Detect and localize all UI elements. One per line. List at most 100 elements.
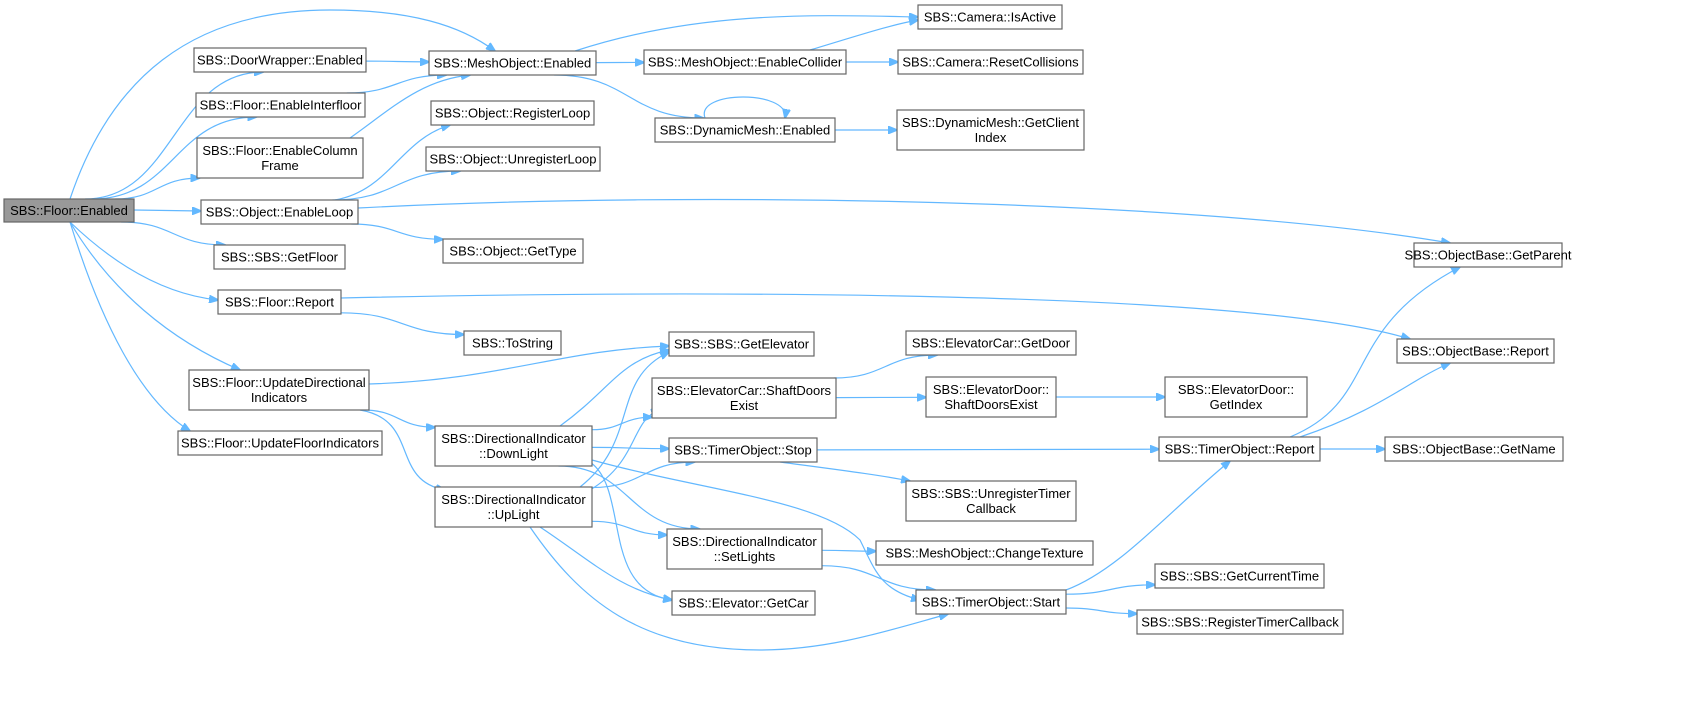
node-tostring[interactable]: SBS::ToString xyxy=(463,330,562,356)
node-label: SBS::TimerObject::Start xyxy=(922,595,1061,610)
node-elevatorcar-getdoor[interactable]: SBS::ElevatorCar::GetDoor xyxy=(905,330,1077,356)
node-box xyxy=(213,244,346,270)
node-label: SBS::Object::EnableLoop xyxy=(206,205,353,220)
node-timerobject-start[interactable]: SBS::TimerObject::Start xyxy=(915,589,1067,615)
node-doorwrapper-enabled[interactable]: SBS::DoorWrapper::Enabled xyxy=(193,47,367,73)
node-box xyxy=(643,49,847,75)
node-label: SBS::Floor::UpdateFloorIndicators xyxy=(181,436,379,451)
node-objectbase-report[interactable]: SBS::ObjectBase::Report xyxy=(1396,338,1555,364)
node-label: SBS::ElevatorDoor:: xyxy=(933,382,1049,397)
node-label: SBS::DirectionalIndicator xyxy=(441,492,586,507)
node-object-enableloop[interactable]: SBS::Object::EnableLoop xyxy=(200,199,359,225)
node-box xyxy=(428,50,597,76)
node-label: Indicators xyxy=(251,390,308,405)
edges-layer xyxy=(69,9,1460,651)
node-label: SBS::ElevatorDoor:: xyxy=(1178,382,1294,397)
node-box xyxy=(896,109,1085,151)
node-floor-updatefloorindicators[interactable]: SBS::Floor::UpdateFloorIndicators xyxy=(177,430,383,456)
node-meshobject-enabled[interactable]: SBS::MeshObject::Enabled xyxy=(428,50,597,76)
edge-elevatorcar-shaftdoorsexist-to-elevatorcar-getdoor xyxy=(833,355,937,379)
node-timerobject-stop[interactable]: SBS::TimerObject::Stop xyxy=(668,437,818,463)
edge-timerobject-stop-to-timerobject-report xyxy=(816,449,1159,450)
node-label: SBS::ToString xyxy=(472,336,553,351)
edge-floor-enabled-to-floor-report xyxy=(69,221,218,300)
node-objectbase-getparent[interactable]: SBS::ObjectBase::GetParent xyxy=(1405,242,1572,268)
node-box xyxy=(217,289,342,315)
node-floor-enableinterfloor[interactable]: SBS::Floor::EnableInterfloor xyxy=(195,92,366,118)
edge-meshobject-enabled-to-dynamicmesh-enabled xyxy=(554,74,703,118)
node-camera-resetcollisions[interactable]: SBS::Camera::ResetCollisions xyxy=(897,49,1084,75)
node-box xyxy=(666,528,823,570)
node-elevator-getcar[interactable]: SBS::Elevator::GetCar xyxy=(671,590,816,616)
node-elevatordoor-getindex[interactable]: SBS::ElevatorDoor::GetIndex xyxy=(1164,376,1308,418)
node-label: SBS::DoorWrapper::Enabled xyxy=(197,53,363,68)
node-box xyxy=(897,49,1084,75)
node-di-uplight[interactable]: SBS::DirectionalIndicator::UpLight xyxy=(434,486,593,528)
node-box xyxy=(917,4,1063,30)
node-elevatorcar-shaftdoorsexist[interactable]: SBS::ElevatorCar::ShaftDoorsExist xyxy=(651,377,837,419)
node-timerobject-report[interactable]: SBS::TimerObject::Report xyxy=(1158,436,1321,462)
node-floor-enabled[interactable]: SBS::Floor::Enabled xyxy=(3,198,135,223)
node-box xyxy=(430,100,595,126)
edge-dynamicmesh-enabled-to-dynamicmesh-enabled xyxy=(703,96,785,118)
node-box xyxy=(3,198,135,223)
edge-di-uplight-to-timerobject-stop xyxy=(591,462,695,489)
edge-floor-enabled-to-floor-updatedirectional xyxy=(69,221,240,370)
node-meshobject-changetexture[interactable]: SBS::MeshObject::ChangeTexture xyxy=(875,540,1094,566)
node-box xyxy=(193,47,367,73)
node-box xyxy=(434,486,593,528)
edge-timerobject-report-to-objectbase-report xyxy=(1299,363,1450,438)
node-meshobject-enablecollider[interactable]: SBS::MeshObject::EnableCollider xyxy=(643,49,847,75)
edge-floor-enabled-to-floor-enablecolumnframe xyxy=(115,178,199,200)
node-box xyxy=(434,425,593,467)
node-box xyxy=(425,146,601,172)
node-label: SBS::MeshObject::ChangeTexture xyxy=(886,546,1084,561)
edge-timerobject-start-to-sbs-registertimercallback xyxy=(1065,607,1137,614)
node-sbs-getcurrenttime[interactable]: SBS::SBS::GetCurrentTime xyxy=(1154,563,1325,589)
node-box xyxy=(177,430,383,456)
node-box xyxy=(195,92,366,118)
edge-floor-enabled-to-doorwrapper-enabled xyxy=(85,72,263,200)
node-label: SBS::SBS::RegisterTimerCallback xyxy=(1141,615,1339,630)
node-sbs-getfloor[interactable]: SBS::SBS::GetFloor xyxy=(213,244,346,270)
node-sbs-registertimercallback[interactable]: SBS::SBS::RegisterTimerCallback xyxy=(1136,609,1344,635)
node-label: ShaftDoorsExist xyxy=(944,397,1038,412)
edge-meshobject-enablecollider-to-camera-isactive xyxy=(809,20,918,51)
node-object-registerloop[interactable]: SBS::Object::RegisterLoop xyxy=(430,100,595,126)
node-label: SBS::TimerObject::Report xyxy=(1165,442,1315,457)
edge-di-setlights-to-meshobject-changetexture xyxy=(821,550,876,551)
node-label: Index xyxy=(975,130,1007,145)
node-label: ::DownLight xyxy=(479,446,548,461)
node-label: SBS::Floor::EnableInterfloor xyxy=(200,98,363,113)
node-object-gettype[interactable]: SBS::Object::GetType xyxy=(442,238,584,264)
edge-floor-report-to-objectbase-report xyxy=(340,293,1410,339)
node-object-unregisterloop[interactable]: SBS::Object::UnregisterLoop xyxy=(425,146,601,172)
node-camera-isactive[interactable]: SBS::Camera::IsActive xyxy=(917,4,1063,30)
node-objectbase-getname[interactable]: SBS::ObjectBase::GetName xyxy=(1384,436,1564,462)
node-dynamicmesh-enabled[interactable]: SBS::DynamicMesh::Enabled xyxy=(654,117,836,143)
node-label: SBS::ElevatorCar::GetDoor xyxy=(912,336,1071,351)
edge-timerobject-stop-to-sbs-unregistertimercallback xyxy=(779,461,910,481)
edge-floor-enabled-to-floor-updatefloorindicators xyxy=(69,221,190,431)
node-label: SBS::MeshObject::Enabled xyxy=(434,56,592,71)
node-label: SBS::Camera::IsActive xyxy=(924,10,1056,25)
node-label: SBS::Floor::EnableColumn xyxy=(202,143,357,158)
node-di-setlights[interactable]: SBS::DirectionalIndicator::SetLights xyxy=(666,528,823,570)
node-box xyxy=(668,437,818,463)
node-sbs-getelevator[interactable]: SBS::SBS::GetElevator xyxy=(668,331,815,357)
node-box xyxy=(196,137,364,179)
edge-floor-enabled-to-meshobject-enabled xyxy=(69,9,495,200)
node-label: SBS::Floor::Enabled xyxy=(10,203,128,218)
node-box xyxy=(651,377,837,419)
edge-floor-updatedirectional-to-di-downlight xyxy=(362,409,435,427)
node-floor-report[interactable]: SBS::Floor::Report xyxy=(217,289,342,315)
node-di-downlight[interactable]: SBS::DirectionalIndicator::DownLight xyxy=(434,425,593,467)
node-box xyxy=(1164,376,1308,418)
node-label: SBS::DynamicMesh::Enabled xyxy=(660,123,831,138)
node-elevatordoor-shaftdoorsexist[interactable]: SBS::ElevatorDoor::ShaftDoorsExist xyxy=(925,376,1057,418)
